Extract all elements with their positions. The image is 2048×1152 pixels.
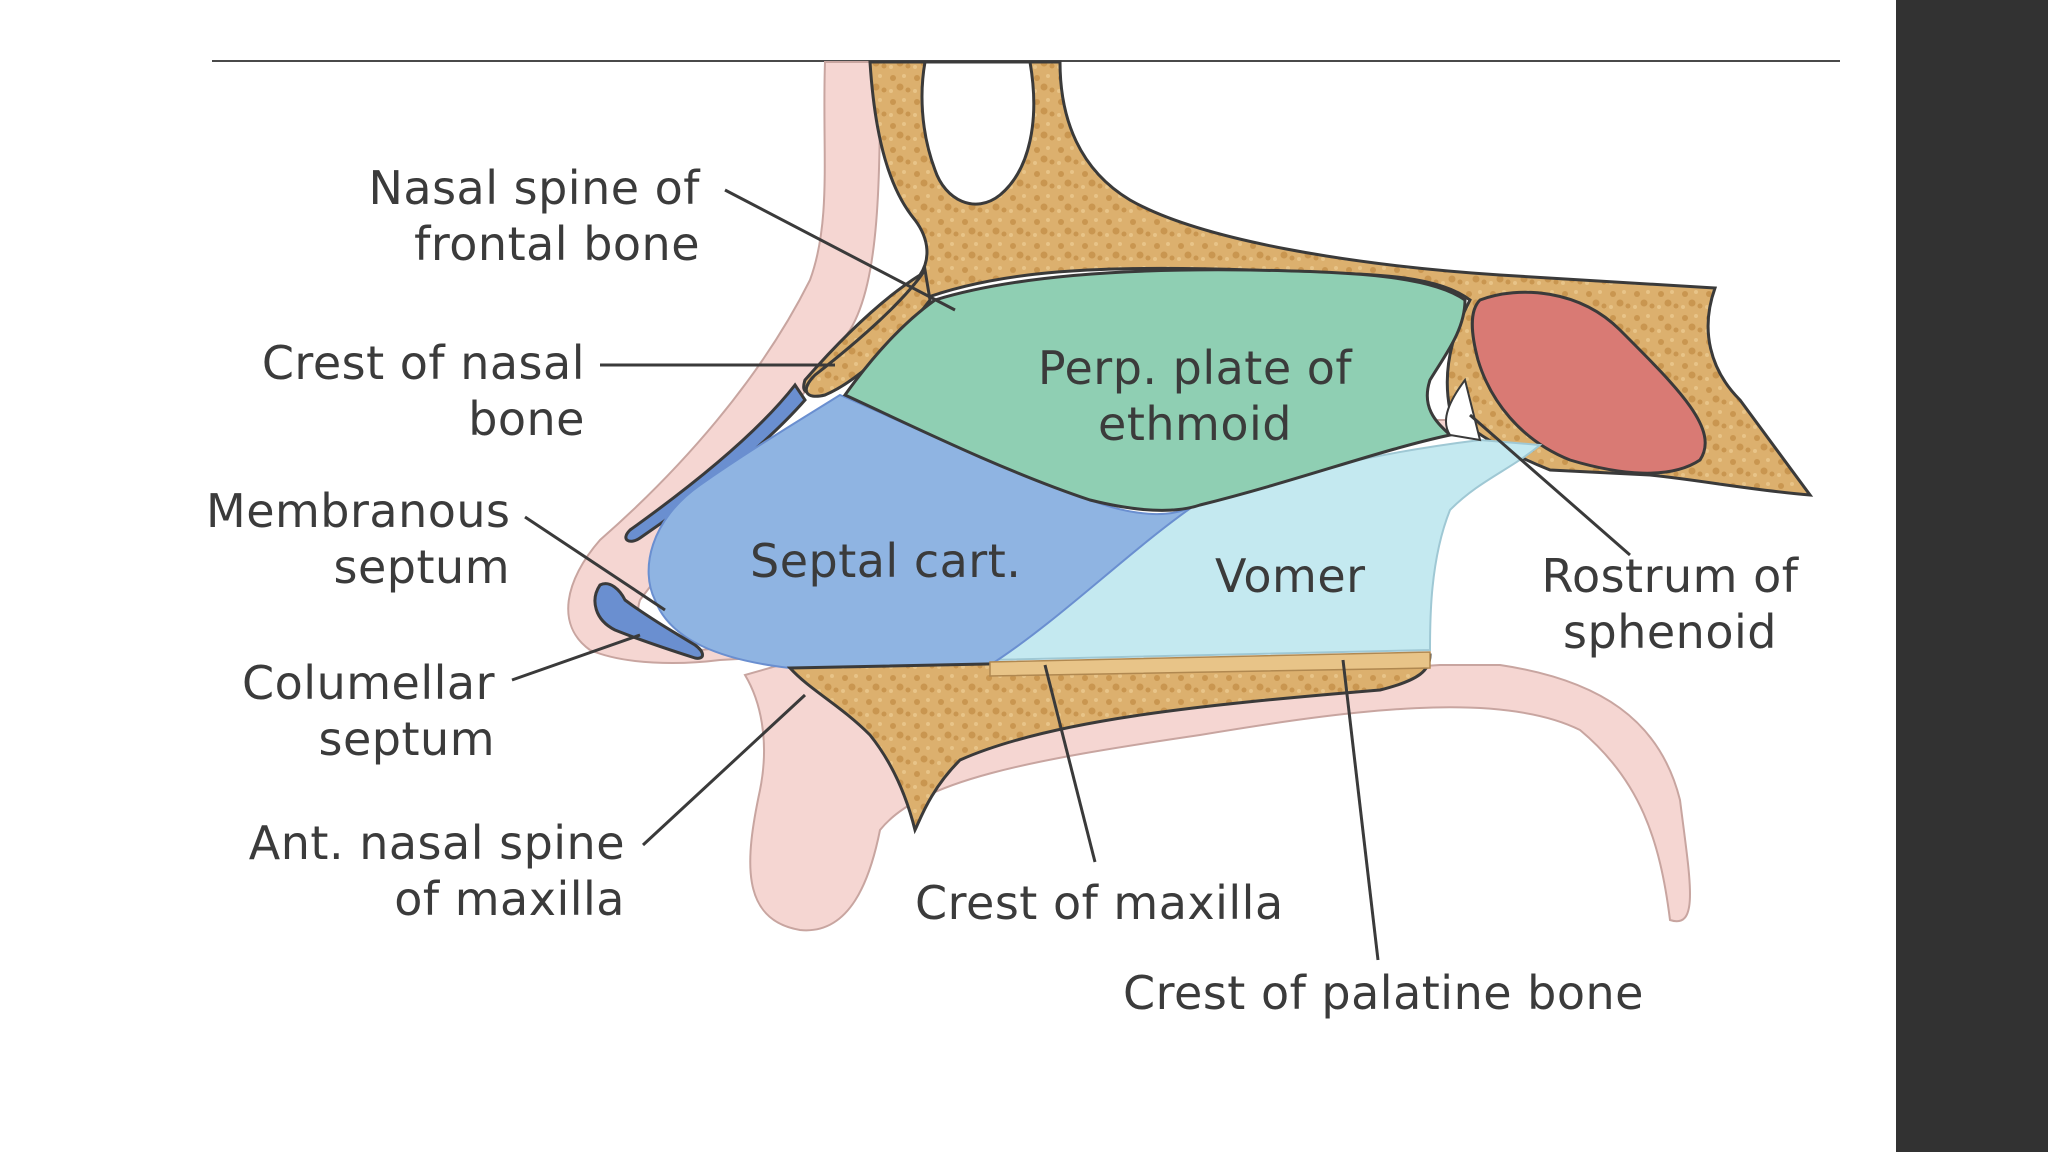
leader-nasal-spine-frontal bbox=[724, 188, 956, 312]
leader-rostrum-sphenoid bbox=[1469, 413, 1631, 557]
sphenoid-sinus bbox=[1470, 290, 1707, 475]
leader-columellar-septum bbox=[511, 633, 641, 682]
label-crest-of-maxilla: Crest of maxilla bbox=[915, 876, 1284, 930]
label-columellar-septum: Columellar septum bbox=[242, 656, 495, 766]
label-ant-nasal-spine: Ant. nasal spine of maxilla bbox=[248, 816, 625, 926]
label-vomer: Vomer bbox=[1215, 549, 1366, 603]
crest-strip bbox=[989, 651, 1431, 677]
rostrum-gap bbox=[1445, 377, 1482, 442]
columellar-cartilage bbox=[593, 582, 704, 660]
label-septal-cart: Septal cart. bbox=[750, 534, 1022, 588]
dark-sidebar bbox=[1896, 0, 2048, 1152]
leader-crest-maxilla bbox=[1043, 664, 1097, 863]
perp-plate-ethmoid bbox=[842, 268, 1467, 512]
leader-ant-nasal-spine bbox=[641, 693, 807, 847]
leader-crest-palatine bbox=[1341, 659, 1380, 961]
frontal-sinus bbox=[920, 60, 1036, 206]
label-crest-nasal-bone: Crest of nasal bone bbox=[261, 336, 585, 446]
septum-diagram bbox=[511, 60, 1814, 961]
leader-membranous-septum bbox=[524, 515, 666, 612]
label-membranous-septum: Membranous septum bbox=[206, 484, 511, 594]
maxilla-bone bbox=[786, 653, 1432, 835]
label-crest-palatine: Crest of palatine bone bbox=[1123, 966, 1644, 1020]
label-nasal-spine-frontal: Nasal spine of frontal bone bbox=[368, 161, 700, 271]
label-rostrum-sphenoid: Rostrum of sphenoid bbox=[1541, 549, 1799, 659]
label-perp-plate: Perp. plate of ethmoid bbox=[1037, 341, 1353, 451]
